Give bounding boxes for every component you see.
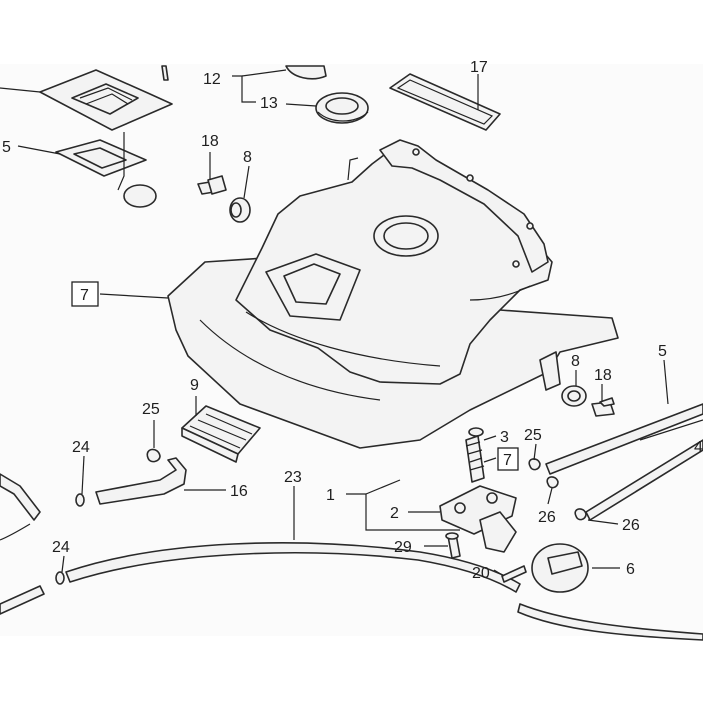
callout-1: 1 <box>326 487 335 504</box>
callout-18-right: 18 <box>594 367 612 384</box>
callout-26-mid: 26 <box>538 509 556 526</box>
callout-7-small: 7 <box>503 452 512 469</box>
callout-box-7-small <box>497 447 519 471</box>
callout-9: 9 <box>190 377 199 394</box>
cap-12 <box>285 65 327 80</box>
callout-24-top: 24 <box>72 439 90 456</box>
fuel-tank <box>167 139 619 449</box>
callout-17: 17 <box>470 59 488 76</box>
callout-13: 13 <box>260 95 278 112</box>
callout-5-left: 5 <box>2 139 11 156</box>
frame-stub-left <box>0 473 45 615</box>
sender-plate <box>39 65 173 208</box>
callout-box-7-main <box>71 281 99 307</box>
hose-5-right <box>545 403 703 521</box>
hose-16 <box>95 457 187 505</box>
fuel-valve-assembly <box>439 427 589 593</box>
callout-4: 4 <box>694 439 703 456</box>
ring-13 <box>315 92 369 124</box>
callout-16: 16 <box>230 483 248 500</box>
callout-5-right: 5 <box>658 343 667 360</box>
callout-labels: 12 13 17 5 18 8 7 9 25 24 16 24 23 1 2 3… <box>2 59 703 582</box>
clip-25-left <box>146 448 161 463</box>
callout-24-bottom: 24 <box>52 539 70 556</box>
callout-25-left: 25 <box>142 401 160 418</box>
callout-8-top: 8 <box>243 149 252 166</box>
callout-12: 12 <box>203 71 221 88</box>
bolt-18-right <box>591 397 615 417</box>
grommet-8-top <box>229 197 251 223</box>
hose-23 <box>65 542 703 641</box>
callout-7-main: 7 <box>80 287 89 304</box>
grommet-8-right <box>561 385 587 407</box>
callout-2: 2 <box>390 505 399 522</box>
gasket-17 <box>389 73 501 131</box>
callout-29: 29 <box>394 539 412 556</box>
clip-24-bottom <box>55 571 65 585</box>
leader-lines <box>0 69 669 577</box>
damper-block-9 <box>181 405 261 463</box>
clip-24-top <box>75 493 85 507</box>
callout-26-right: 26 <box>622 517 640 534</box>
callout-18-top: 18 <box>201 133 219 150</box>
bolt-18-top <box>197 175 227 195</box>
callout-23: 23 <box>284 469 302 486</box>
callout-8-right: 8 <box>571 353 580 370</box>
callout-3: 3 <box>500 429 509 446</box>
callout-6: 6 <box>626 561 635 578</box>
callout-20: 20 <box>472 565 490 582</box>
callout-25-right: 25 <box>524 427 542 444</box>
